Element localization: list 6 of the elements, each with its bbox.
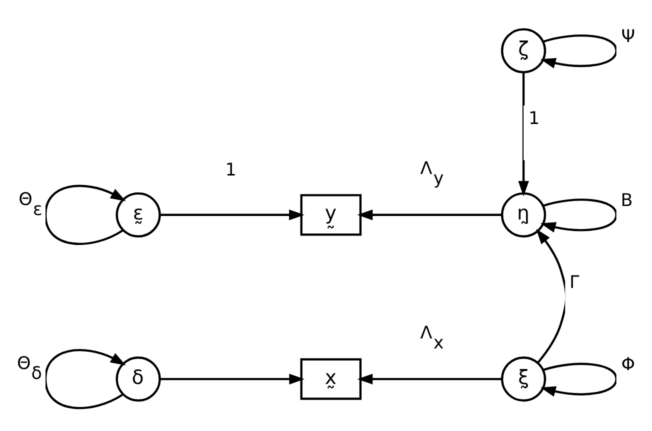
edge-label: B bbox=[620, 190, 633, 210]
edge-label: 1 bbox=[225, 160, 236, 180]
edge-label: 1 bbox=[528, 108, 540, 128]
edge-label: Γ bbox=[570, 272, 580, 293]
edge-label: Φ bbox=[621, 354, 636, 375]
edge-label: Ψ bbox=[621, 26, 636, 46]
